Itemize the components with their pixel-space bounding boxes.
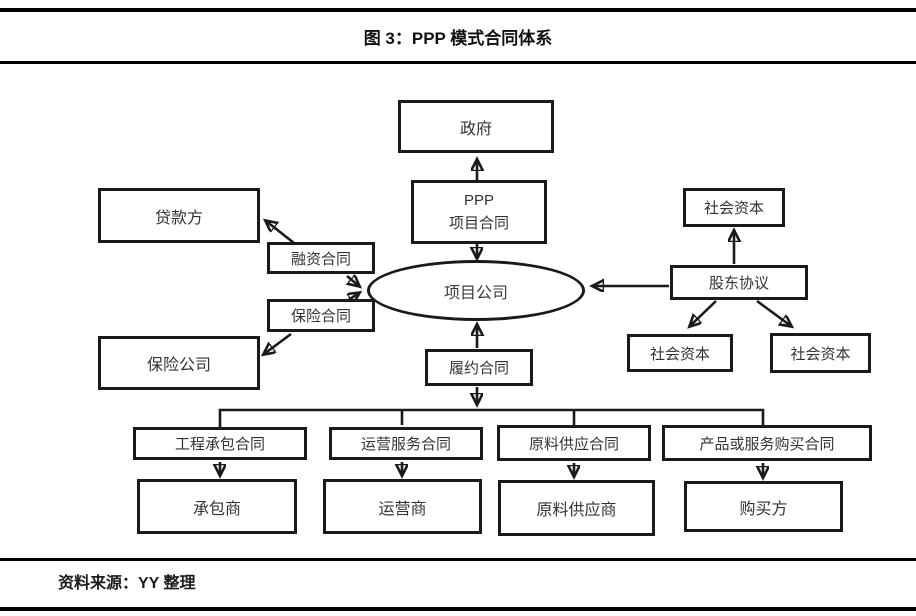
node-project-company: 项目公司	[367, 260, 585, 321]
figure-title: 图 3：PPP 模式合同体系	[363, 29, 553, 48]
node-contractor: 承包商	[137, 479, 297, 534]
node-shareholder-agreement: 股东协议	[670, 265, 808, 300]
arrow-shareholder-to-capital-right	[756, 299, 791, 326]
bottom-rule	[0, 607, 916, 611]
node-lender: 贷款方	[98, 188, 260, 243]
footer-divider-rule	[0, 558, 916, 561]
node-insurance-company: 保险公司	[98, 336, 260, 390]
node-construction-contract: 工程承包合同	[133, 427, 307, 460]
node-insurance-contract: 保险合同	[267, 299, 375, 332]
node-social-capital-top: 社会资本	[683, 188, 785, 227]
node-financing-contract: 融资合同	[267, 242, 375, 274]
node-supply-contract: 原料供应合同	[497, 425, 651, 461]
arrow-shareholder-to-capital-left	[690, 300, 717, 326]
node-ppp-contract-line1: PPP	[463, 191, 494, 209]
top-rule	[0, 8, 916, 12]
node-government: 政府	[398, 100, 554, 153]
node-social-capital-right: 社会资本	[770, 333, 871, 373]
arrow-insurance-to-insurer	[264, 332, 292, 354]
arrow-financing-to-company	[347, 276, 359, 286]
node-operation-contract: 运营服务合同	[329, 427, 483, 460]
node-buyer: 购买方	[684, 481, 843, 532]
node-purchase-contract: 产品或服务购买合同	[662, 425, 872, 461]
arrow-financing-to-lender	[266, 221, 295, 245]
branch-connector	[218, 408, 765, 427]
node-social-capital-left: 社会资本	[627, 334, 733, 372]
node-ppp-contract-line2: 项目合同	[448, 215, 509, 232]
title-divider-rule	[0, 61, 916, 64]
node-supplier: 原料供应商	[498, 480, 655, 536]
source-note: 资料来源：YY 整理	[58, 575, 196, 592]
node-operator: 运营商	[323, 479, 482, 534]
node-ppp-contract: PPP 项目合同	[411, 180, 547, 244]
node-performance-contract: 履约合同	[425, 349, 533, 386]
